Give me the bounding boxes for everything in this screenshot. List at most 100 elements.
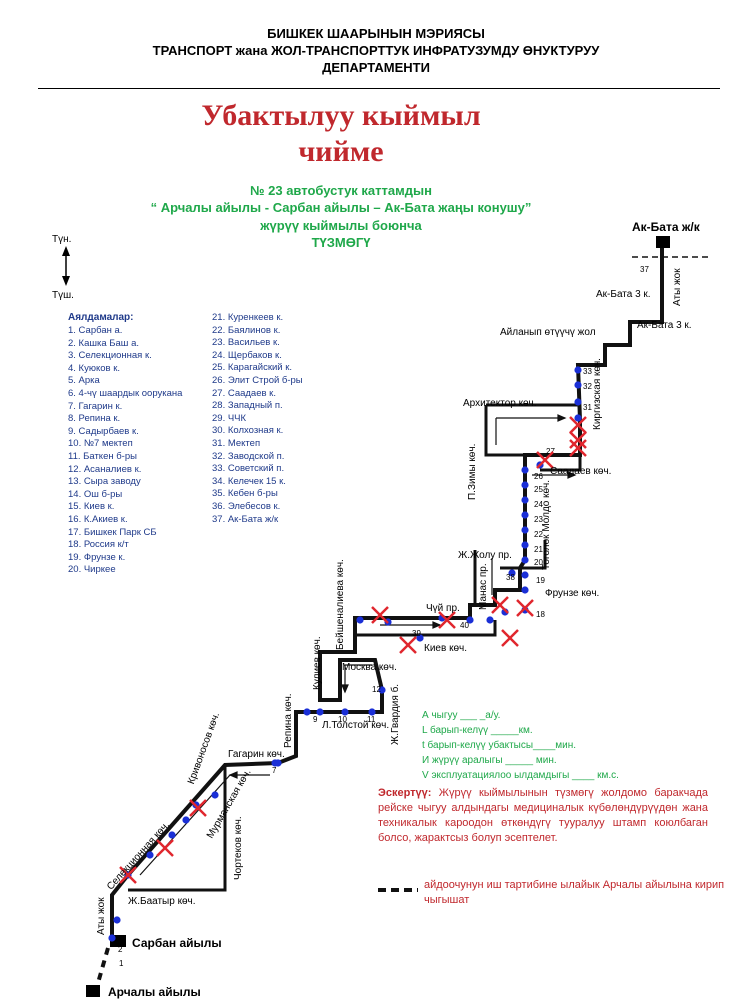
cancelled-stop-cross [119, 866, 137, 884]
compass-south: Түш. [52, 290, 74, 301]
header-line-1: БИШКЕК ШААРЫНЫН МЭРИЯСЫ [267, 26, 485, 41]
place-archaly: Арчалы айылы [108, 985, 201, 999]
legend-item: 22. Баялинов к. [212, 324, 281, 336]
stop-number: 25 [534, 485, 543, 494]
street-manas: Манас пр. [478, 563, 489, 610]
street-aty-jok-top: Аты жок [672, 268, 683, 306]
legend-item: 2. Кашка Баш а. [68, 337, 139, 349]
bus-stop [368, 708, 376, 716]
stop-number: 11 [367, 715, 376, 724]
cancelled-stop-cross [516, 599, 534, 617]
bus-stop [108, 934, 116, 942]
bus-stop [508, 569, 516, 577]
note-block: Эскертүү: Жүрүү кыймылынын түзмөгү жолдо… [378, 786, 708, 846]
route-line-loop-6 [540, 455, 582, 472]
bus-stop [303, 708, 311, 716]
legend-item: 36. Элебесов к. [212, 500, 281, 512]
street-chortekov: Чортеков көч. [233, 816, 244, 880]
compass-north: Түн. [52, 234, 72, 245]
stop-number: 38 [506, 573, 515, 582]
street-akbata3-b: Ак-Бата 3 к. [637, 320, 692, 331]
legend-item: 3. Селекционная к. [68, 350, 152, 362]
param-line-1: А чыгуу ___ _а/у. [422, 710, 501, 721]
cancelled-stop-cross [491, 596, 509, 614]
bus-stop [521, 586, 529, 594]
stop-number: 23 [534, 515, 543, 524]
cancelled-stop-cross [569, 431, 587, 449]
street-arhitektor: Архитектор көч. [463, 398, 537, 409]
param-line-5: V эксплуатациялоо ылдамдыгы ____ км.с. [422, 770, 619, 781]
legend-item: 9. Садырбаев к. [68, 425, 139, 437]
bus-stop [356, 616, 364, 624]
legend-item: 37. Ак-Бата ж/к [212, 513, 279, 525]
param-line-3: t барып-келүү убактысы____мин. [422, 740, 577, 751]
bus-stop [574, 398, 582, 406]
bus-stop [168, 831, 176, 839]
route-line-loop-4 [484, 405, 525, 457]
dashed-path-archaly [94, 947, 110, 991]
subtitle-line-3: жүрүү кыймылы боюнча [260, 218, 422, 233]
stop-number: 40 [460, 621, 469, 630]
stop-number: 1 [119, 959, 124, 968]
legend-item: 8. Репина к. [68, 413, 121, 425]
stop-number: 22 [534, 530, 543, 539]
bus-stop [521, 481, 529, 489]
page-title-line-2: чийме [298, 135, 384, 168]
cancelled-stop-cross [438, 611, 456, 629]
street-jjolu: Ж.Жолу пр. [458, 550, 512, 561]
cancelled-stop-cross [569, 439, 587, 457]
cancelled-stop-cross [501, 629, 519, 647]
stop-number: 2 [118, 945, 123, 954]
legend-item: 13. Сыра заводу [68, 476, 141, 488]
legend-item: 20. Чиркее [68, 564, 116, 576]
bus-stop [574, 381, 582, 389]
stop-number: 19 [536, 576, 545, 585]
cancelled-stop-cross [189, 799, 207, 817]
place-akbata: Ак-Бата ж/к [632, 220, 700, 234]
legend-item: 23. Васильев к. [212, 337, 280, 349]
dashed-note: айдоочунун иш тартибине ылайык Арчалы ай… [424, 879, 725, 906]
note-text: Жүрүү кыймылынын түзмөгү жолдомо баракча… [378, 787, 708, 844]
legend-item: 14. Ош б-ры [68, 488, 123, 500]
route-line-loop-2 [355, 620, 497, 637]
compass-arrow [62, 246, 70, 286]
legend-item: 7. Гагарин к. [68, 400, 123, 412]
legend-item: 26. Элит Строй б-ры [212, 374, 303, 386]
bus-stop [316, 708, 324, 716]
street-aty-jok-bottom: Аты жок [96, 897, 107, 935]
page-title-line-1: Убактылуу кыймыл [201, 99, 481, 132]
bus-stop [378, 686, 386, 694]
bus-stop [521, 496, 529, 504]
place-sarban: Сарбан айылы [132, 936, 222, 950]
bus-stop [521, 466, 529, 474]
terminal-archaly [86, 985, 100, 997]
stop-number: 12 [372, 685, 381, 694]
header-line-3: ДЕПАРТАМЕНТИ [322, 60, 430, 75]
bus-stop [146, 851, 154, 859]
params-block: А чыгуу ___ _а/у. L барып-келүү _____км.… [422, 708, 619, 783]
legend-item: 30. Колхозная к. [212, 425, 284, 437]
legend-item: 19. Фрунзе к. [68, 551, 126, 563]
legend-item: 24. Щербаков к. [212, 349, 282, 361]
stop-number: 10 [338, 715, 347, 724]
param-line-2: L барып-келүү _____км. [422, 725, 533, 736]
legend-item: 6. 4-чү шаардык ооруканa [68, 387, 183, 399]
bus-stop [271, 759, 279, 767]
cancelled-stop-cross [569, 416, 587, 434]
stop-number: 21 [534, 545, 543, 554]
legend-item: 27. Саадаев к. [212, 387, 276, 399]
street-kuliev: Кулиев көч. [312, 636, 323, 690]
stop-number: 32 [583, 382, 592, 391]
note-label: Эскертүү: [378, 787, 432, 799]
subtitle-line-4: ТҮЗМӨГҮ [311, 235, 371, 250]
bus-stop [113, 916, 121, 924]
stop-number: 7 [272, 766, 277, 775]
legend-item: 29. ЧЧК [212, 412, 247, 424]
legend-item: 25. Карагайский к. [212, 362, 293, 374]
legend-item: 34. Келечек 15 к. [212, 475, 286, 487]
stop-number: 9 [313, 715, 318, 724]
cancelled-stop-cross [399, 636, 417, 654]
bus-stop [521, 556, 529, 564]
bus-stop [466, 616, 474, 624]
stop-number: 37 [640, 265, 649, 274]
